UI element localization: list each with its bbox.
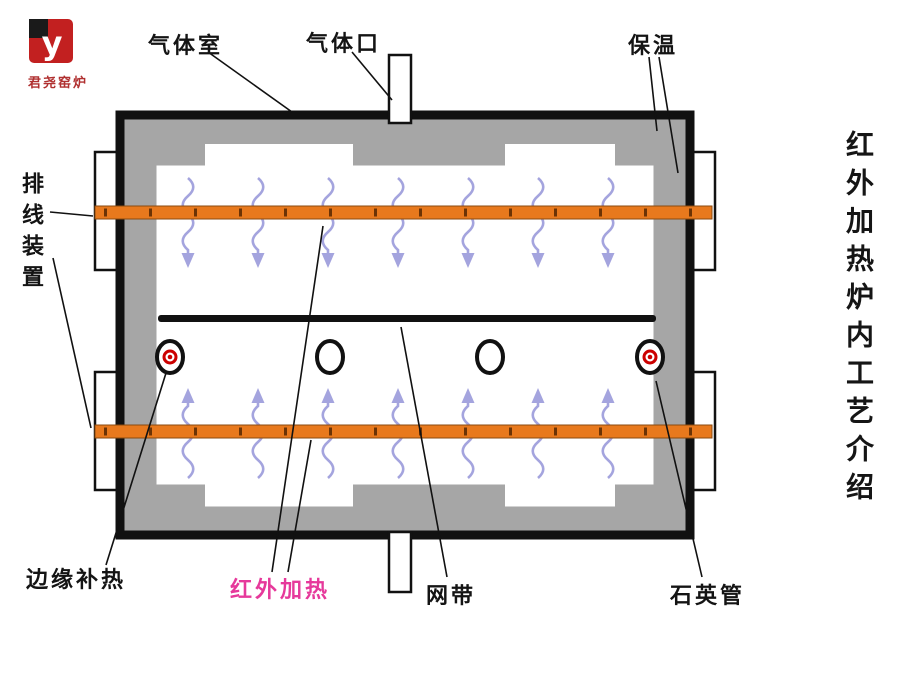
quartz-tube-circle (475, 339, 505, 375)
gas-chamber-cutout-top-left (205, 144, 353, 166)
mesh-belt-line (158, 315, 656, 322)
leader-edge-heating (105, 372, 167, 566)
label-edge-heating: 边缘补热 (26, 568, 127, 593)
insulation-right (653, 119, 686, 531)
leader-insulation-2 (658, 56, 679, 174)
leader-infrared-upper (271, 225, 324, 573)
leader-gas-port (351, 51, 393, 101)
label-quartz-tube: 石英管 (670, 584, 746, 609)
gas-chamber-cutout-bottom-right (505, 484, 615, 507)
gas-pipe-top (387, 53, 413, 125)
furnace-shell (115, 110, 695, 540)
quartz-tube-circle (315, 339, 345, 375)
leader-gas-chamber (207, 51, 293, 113)
label-infrared-heating: 红外加热 (230, 578, 331, 603)
edge-heater-circle-right (635, 339, 665, 375)
leader-infrared-lower (287, 439, 312, 573)
label-gas-chamber: 气体室 (148, 34, 224, 59)
leader-wiring-device-2 (52, 257, 92, 429)
brand-name: 君尧窑炉 (28, 76, 89, 91)
label-insulation: 保温 (628, 34, 679, 59)
leader-wiring-device-1 (49, 211, 94, 217)
insulation-left (124, 119, 157, 531)
infrared-heater-tube-upper (94, 205, 713, 220)
label-gas-port: 气体口 (306, 32, 382, 57)
edge-heater-circle-left (155, 339, 185, 375)
label-mesh-belt: 网带 (426, 584, 477, 609)
label-wiring-device: 排线装置 (18, 172, 43, 296)
leader-mesh-belt (400, 326, 448, 578)
logo-mark: y (29, 19, 73, 63)
side-title: 红外加热炉内工艺介绍 (842, 130, 875, 510)
logo-black-corner (29, 19, 48, 38)
brand-logo: y 君尧窑炉 (28, 18, 118, 91)
gas-pipe-bottom (387, 530, 413, 594)
leader-quartz-tube (655, 380, 703, 578)
gas-chamber-cutout-top-right (505, 144, 615, 166)
gas-chamber-cutout-bottom-left (205, 484, 353, 507)
leader-insulation-1 (648, 56, 658, 132)
logo-monogram: y (42, 24, 63, 62)
infrared-heater-tube-lower (94, 424, 713, 439)
